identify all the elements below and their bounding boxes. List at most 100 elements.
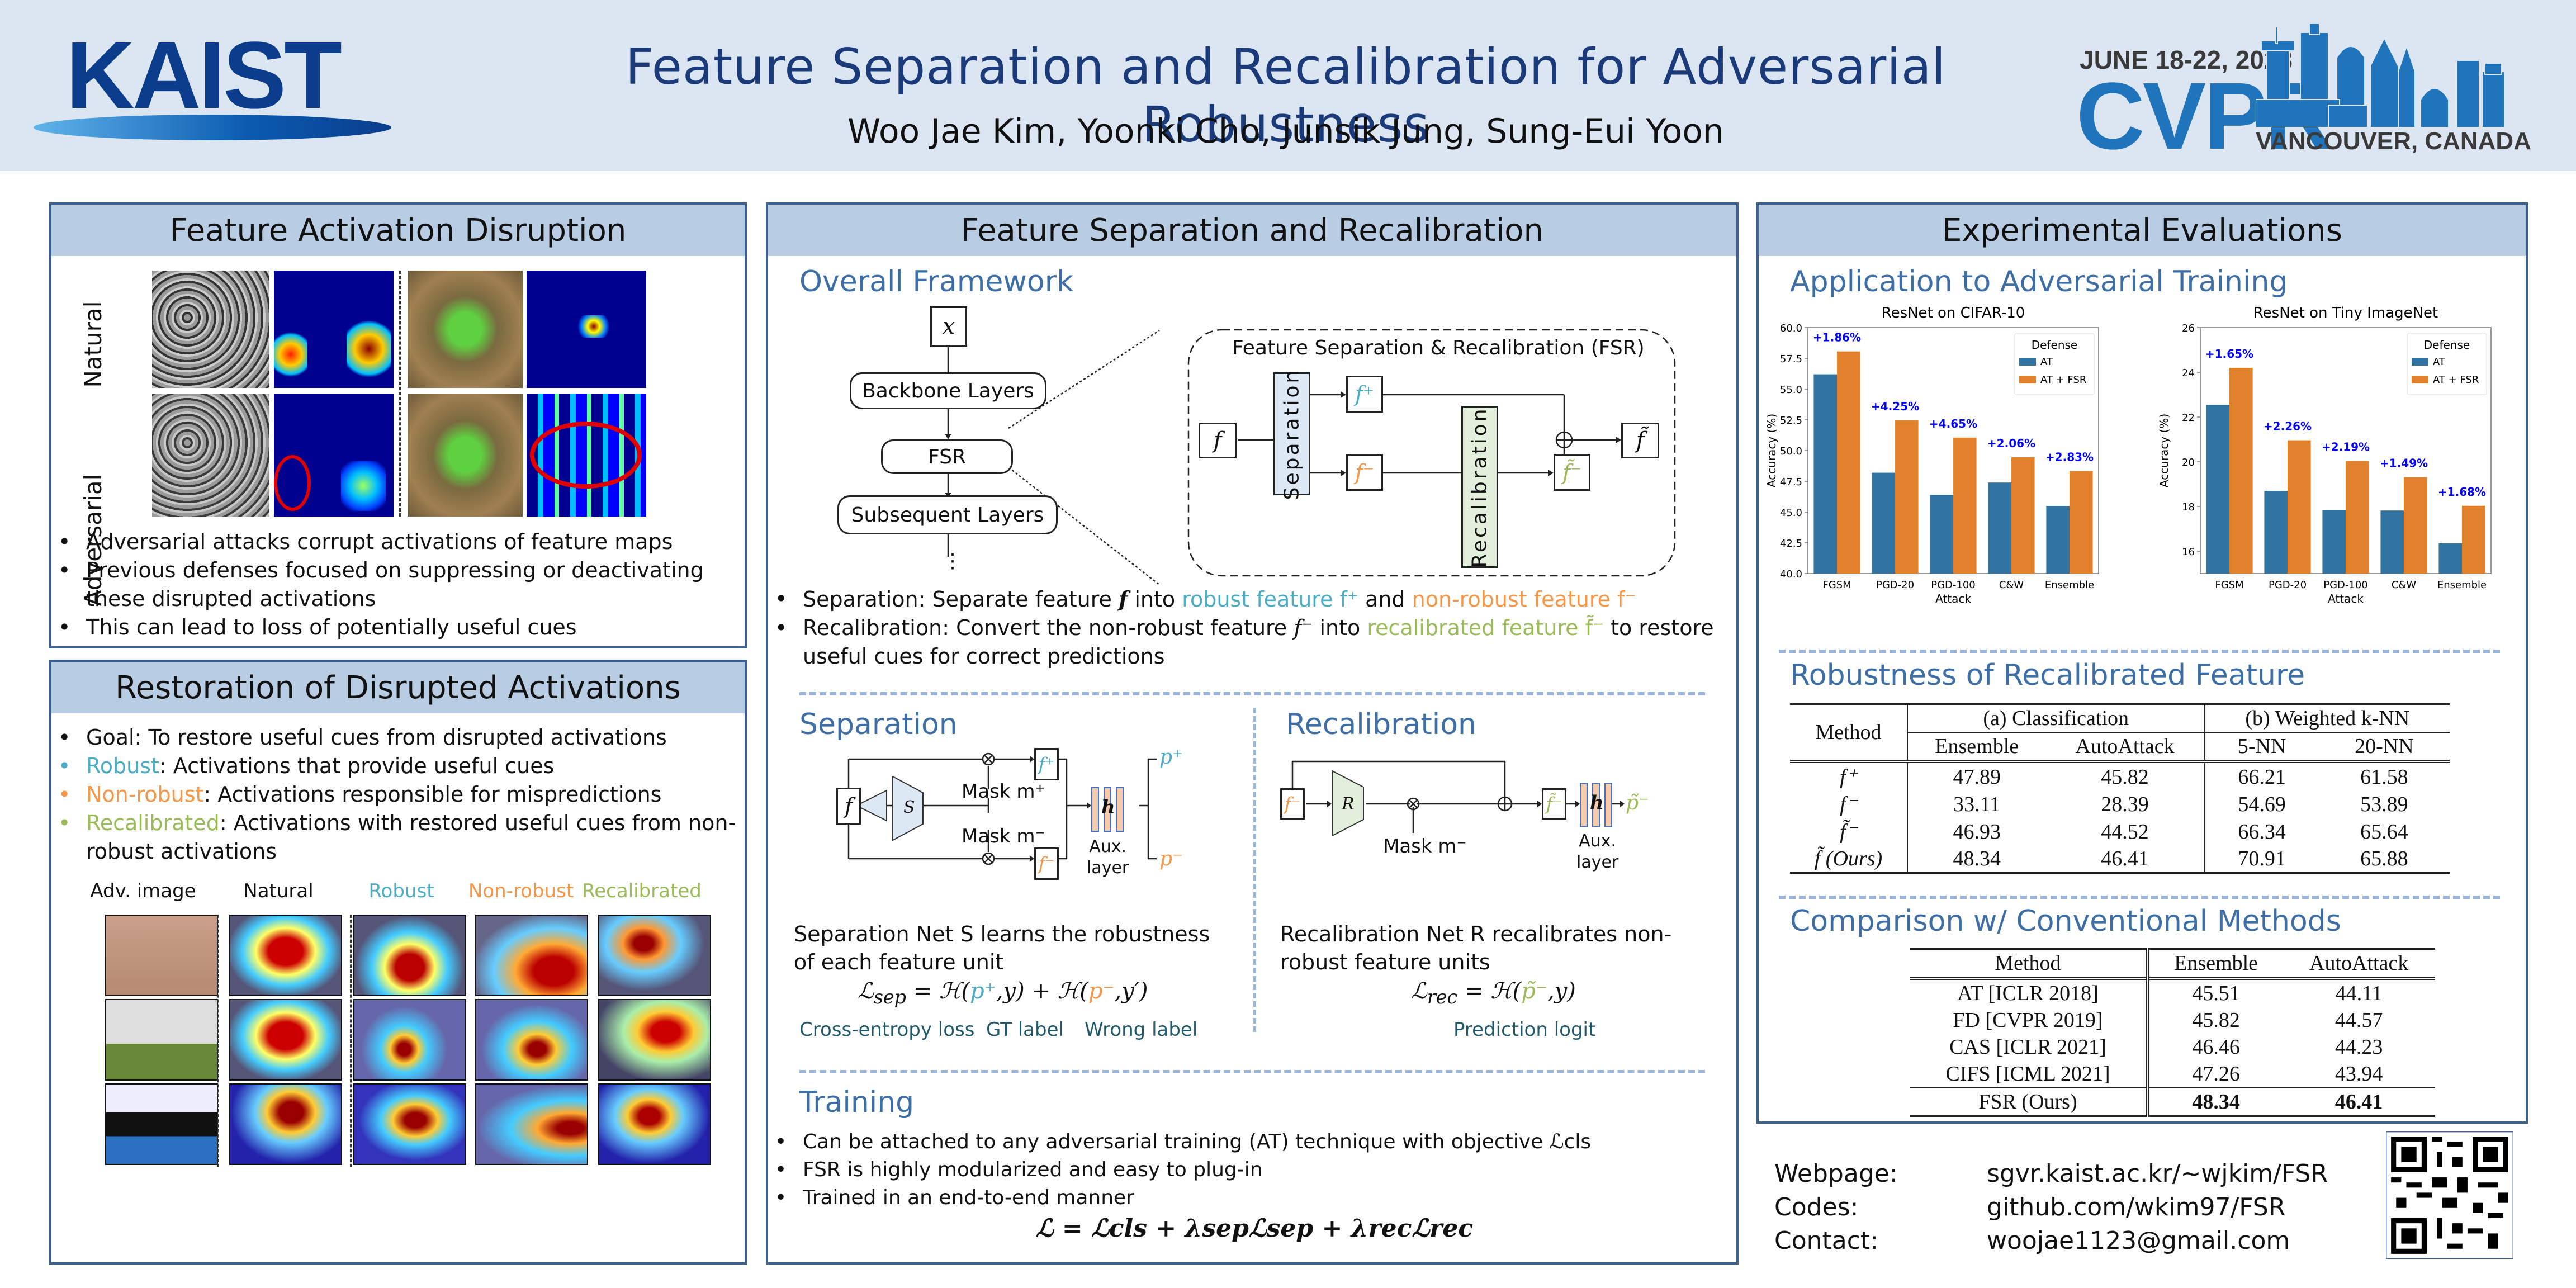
gain-annotation: +2.83% (2045, 451, 2094, 464)
bar-at-fsr-cw (2011, 457, 2035, 574)
value-cell: 44.11 (2335, 982, 2383, 1005)
subheading-separation: Separation (799, 708, 958, 741)
bar-at-cw (1988, 482, 2011, 574)
table-header: AutoAttack (2309, 951, 2409, 975)
gain-annotation: +1.68% (2438, 485, 2486, 499)
qr-code-icon[interactable] (2386, 1131, 2513, 1259)
non-robust-cam-row-1 (475, 915, 588, 996)
legend-entry: AT + FSR (2433, 374, 2479, 386)
sep-f-minus-box: f⁻ (1034, 847, 1059, 880)
legend-swatch (2412, 358, 2428, 366)
x-tick-label: PGD-20 (1876, 579, 1914, 591)
recalibrated-cam-row-1 (598, 915, 711, 996)
method-cell: f⁺ (1790, 761, 1908, 790)
code-link[interactable]: github.com/wkim97/FSR (1987, 1193, 2286, 1221)
cvpr-logo: JUNE 18-22, 2023 CVPR VANCOUVER, CANADA (2068, 16, 2560, 164)
bullet-non-robust: Non-robust: Activations responsible for … (51, 780, 745, 809)
s-label: S (903, 798, 915, 817)
recalibrated-cam-row-2 (598, 999, 711, 1081)
x-tick-label: Ensemble (2045, 579, 2094, 591)
bar-at-cw (2380, 510, 2404, 574)
subheading-recalibration: Recalibration (1286, 708, 1476, 741)
gain-annotation: +4.65% (1929, 417, 1977, 430)
bar-at-fsr-pgd20 (1895, 420, 1919, 574)
separation-diagram-connectors (847, 752, 1157, 865)
gain-annotation: +2.26% (2264, 420, 2312, 433)
table-header: AutoAttack (2045, 732, 2205, 761)
recalibration-block: Recalibration (1461, 406, 1498, 568)
webpage-link[interactable]: sgvr.kaist.ac.kr/~wjkim/FSR (1987, 1159, 2328, 1188)
value-cell: 28.39 (2045, 790, 2205, 818)
x-axis-label: Attack (2328, 592, 2364, 605)
separation-loss-equation: ℒsep = ℋ(p⁺,y) + ℋ(p⁻,y′) (858, 978, 1148, 1008)
bar-at-pgd20 (2264, 491, 2288, 574)
subsequent-layers-box: Subsequent Layers (837, 495, 1058, 534)
chart-title: ResNet on Tiny ImageNet (2253, 305, 2438, 321)
value-cell: 65.64 (2360, 820, 2408, 844)
conference-location: VANCOUVER, CANADA (2256, 127, 2531, 155)
x-tick-label: C&W (2392, 579, 2417, 591)
bullet: Adversarial attacks corrupt activations … (51, 528, 745, 556)
value-cell: 43.94 (2334, 1062, 2383, 1086)
kaist-logo: KAIST (34, 22, 391, 145)
comparison-table: Method Ensemble AutoAttack AT [ICLR 2018… (1910, 948, 2435, 1117)
column-header: Natural (243, 880, 314, 902)
p-tilde-label: p̃⁻ (1626, 792, 1650, 815)
x-tick-label: PGD-100 (1931, 579, 1976, 591)
x-tick-label: FGSM (1822, 579, 1851, 591)
separator (399, 271, 401, 517)
table-header: Method (1790, 704, 1908, 761)
natural-cam-row-3 (229, 1083, 342, 1165)
panel-fsr-method: Feature Separation and Recalibration Ove… (766, 202, 1739, 1265)
value-cell: 46.41 (2334, 1090, 2383, 1114)
adv-image-row-2 (105, 999, 218, 1081)
value-cell: 66.21 (2238, 765, 2286, 789)
fsr-diagram-title: Feature Separation & Recalibration (FSR) (1232, 337, 1645, 359)
bullet: Can be attached to any adversarial train… (768, 1128, 1730, 1156)
adv-image-row-1 (105, 915, 218, 996)
f-tilde-output-box: f̃ (1621, 423, 1659, 458)
table-header: 20-NN (2355, 735, 2414, 758)
value-cell: 53.89 (2360, 792, 2408, 816)
row-label-natural: Natural (79, 301, 107, 388)
bar-at-fgsm (1813, 374, 1837, 574)
y-tick-label: 55.0 (1780, 384, 1802, 396)
y-tick-label: 42.5 (1780, 538, 1802, 550)
backbone-layers-box: Backbone Layers (850, 372, 1046, 409)
column-header: Robust (368, 880, 434, 902)
value-cell: 66.34 (2238, 820, 2286, 844)
value-cell: 45.82 (2045, 761, 2205, 790)
non-robust-cam-row-3 (475, 1083, 588, 1165)
column-header: Adv. image (90, 880, 196, 902)
snake-natural-image (408, 271, 523, 388)
p-plus-label: p⁺ (1159, 746, 1183, 769)
bar-at-fsr-pgd20 (2288, 440, 2311, 574)
panel-feature-activation-disruption: Feature Activation Disruption Natural Ad… (49, 202, 747, 648)
y-axis-label: Accuracy (%) (2157, 414, 2171, 487)
email-link[interactable]: woojae1123@gmail.com (1987, 1227, 2290, 1255)
annotation-wrong-label: Wrong label (1085, 1019, 1198, 1041)
bar-at-ensemble (2046, 506, 2070, 574)
fsr-module-box: FSR (881, 439, 1013, 474)
fsr-input-f-box: f (1199, 423, 1237, 458)
panel-experiments: Experimental Evaluations Application to … (1756, 202, 2528, 1124)
legend-title: Defense (2032, 338, 2077, 352)
legend-entry: AT + FSR (2040, 374, 2086, 386)
table-header: (b) Weighted k-NN (2204, 704, 2450, 733)
x-tick-label: PGD-100 (2323, 579, 2368, 591)
value-cell: 48.34 (2192, 1090, 2240, 1114)
total-loss-equation: ℒ = ℒcls + λsepℒsep + λrecℒrec (1035, 1214, 1474, 1243)
x-tick-label: C&W (1999, 579, 2024, 591)
separation-description: Separation Net S learns the robustness o… (794, 922, 1210, 974)
bar-at-pgd20 (1872, 472, 1895, 574)
value-cell: 46.46 (2192, 1035, 2240, 1059)
y-tick-label: 24 (2182, 367, 2195, 379)
bullet-robust: Robust: Activations that provide useful … (51, 752, 745, 780)
method-cell: AT [ICLR 2018] (1910, 978, 2149, 1007)
recalibration-diagram-connectors (1291, 760, 1625, 833)
f-tilde-minus-box: f̃⁻ (1554, 454, 1590, 491)
f-plus-box: f⁺ (1346, 376, 1383, 413)
